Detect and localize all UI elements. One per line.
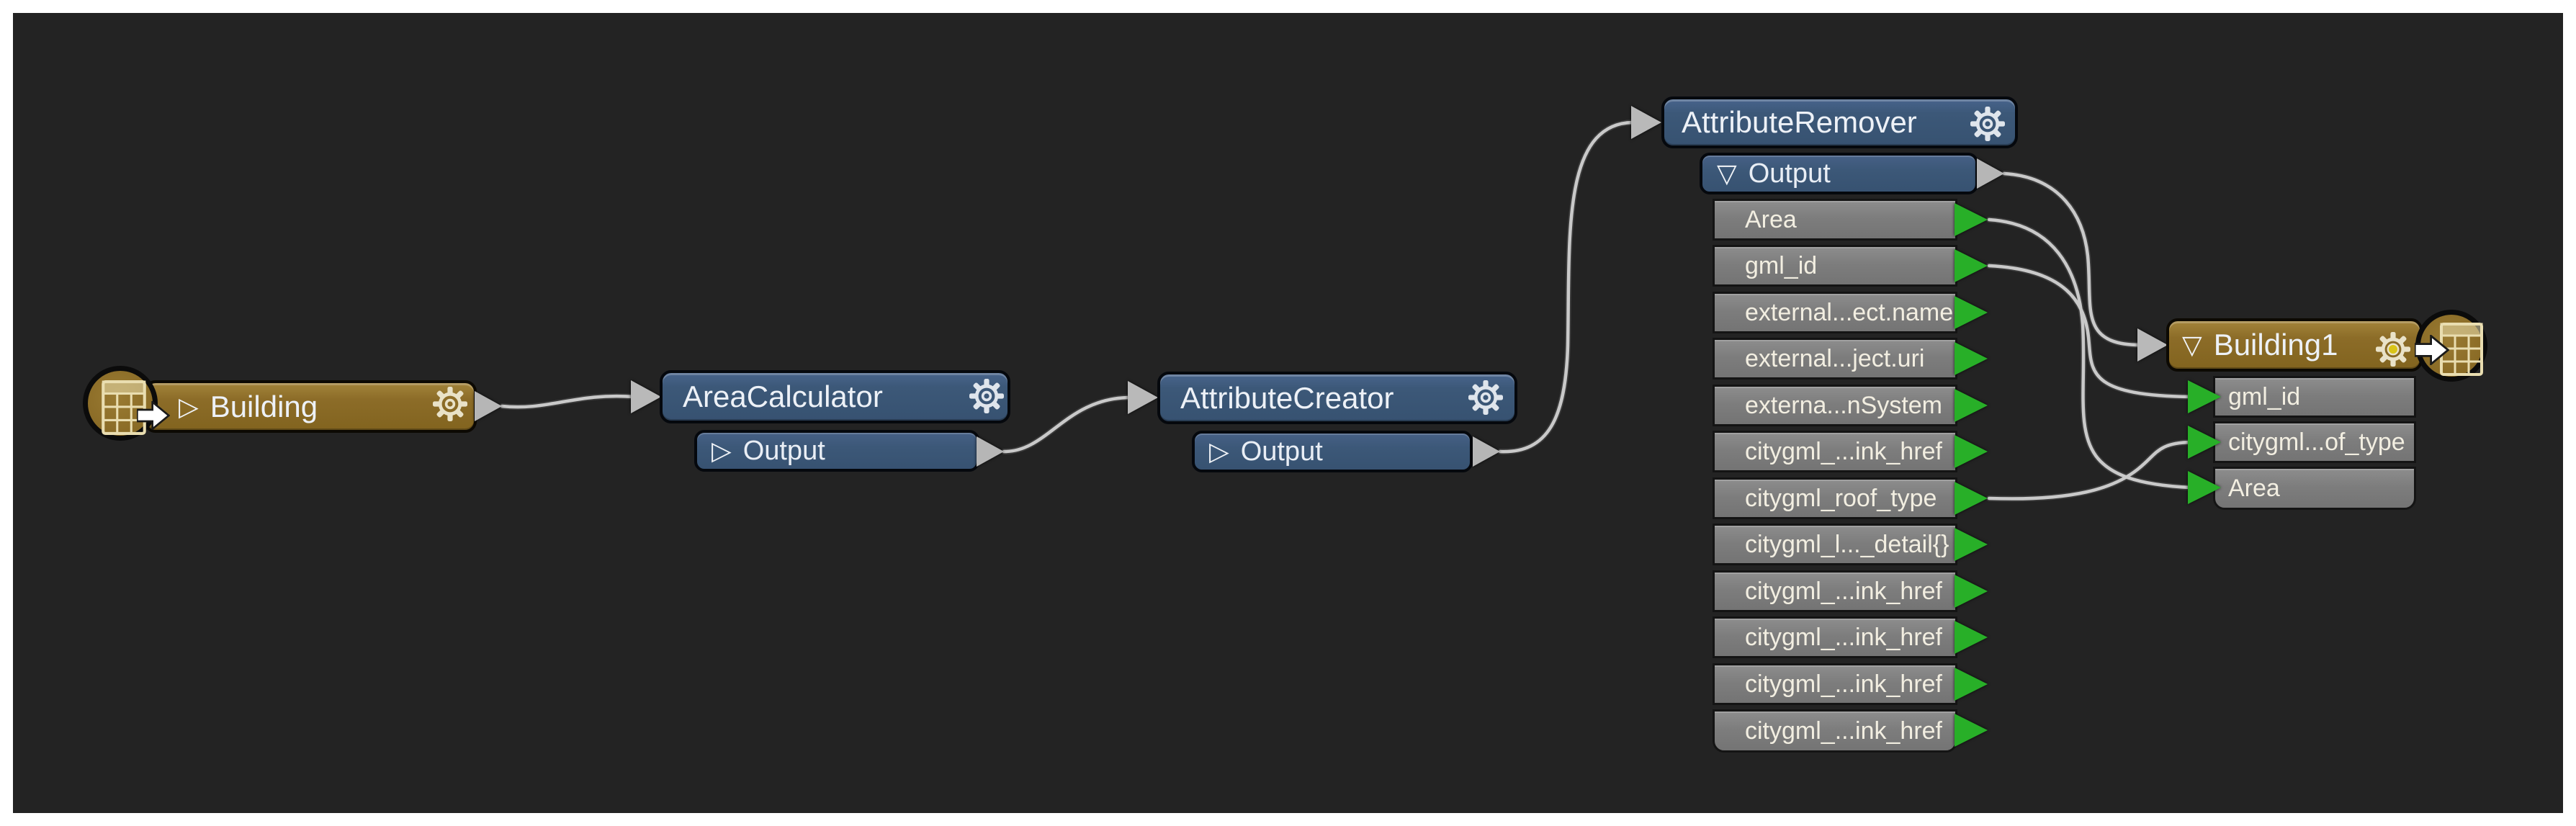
output-port-label: Output (1240, 436, 1323, 467)
attribute-row[interactable]: citygml_l..._detail{} (1713, 524, 1957, 565)
attribute-port-link-href-3[interactable] (1955, 621, 1988, 654)
attribute-port-area[interactable] (2188, 471, 2221, 504)
node-title: Building1 (2213, 328, 2338, 362)
attribute-row[interactable]: citygml_...ink_href (1713, 431, 1957, 472)
attribute-label: gml_id (2228, 382, 2301, 410)
attribute-port-link-href-5[interactable] (1955, 714, 1988, 747)
attribute-row[interactable]: citygml...of_type (2213, 421, 2416, 463)
node-title: AttributeRemover (1682, 105, 1917, 139)
writer-badge[interactable] (2415, 310, 2487, 382)
attribute-label: citygml_...ink_href (1745, 670, 1942, 698)
node-title: Building (210, 389, 318, 423)
attribute-row[interactable]: gml_id (2213, 376, 2416, 418)
attributecreator-output-row[interactable]: ▷ Output (1192, 431, 1473, 472)
attribute-row[interactable]: citygml_roof_type (1713, 477, 1957, 519)
attributeremover-input-port[interactable] (1631, 106, 1661, 139)
attributecreator-input-port[interactable] (1128, 381, 1158, 414)
node-building1[interactable]: ▽ Building1 (2166, 318, 2423, 372)
areacalculator-input-port[interactable] (631, 380, 661, 413)
gear-alert-icon[interactable] (2376, 332, 2410, 367)
gear-icon[interactable] (433, 387, 467, 421)
attribute-label: citygml_roof_type (1745, 484, 1937, 512)
wire-areacalculator-to-attributecreator[interactable] (1002, 395, 1133, 454)
attribute-port-gml-id[interactable] (2188, 380, 2221, 413)
attribute-label: Area (1745, 205, 1797, 233)
areacalculator-output-port[interactable] (977, 436, 1004, 467)
attribute-label: Area (2228, 474, 2280, 502)
attribute-port-external-name[interactable] (1955, 296, 1988, 329)
attribute-port-external-system[interactable] (1955, 389, 1988, 422)
node-areacalculator[interactable]: AreaCalculator (660, 370, 1010, 423)
gear-icon[interactable] (1468, 380, 1503, 415)
attribute-port-roof-type[interactable] (1955, 482, 1988, 515)
wire-remover-area-to-building1-area[interactable] (1987, 217, 2193, 490)
attribute-row[interactable]: citygml_...ink_href (1713, 570, 1957, 612)
attribute-port-gml-id[interactable] (1955, 249, 1988, 282)
attribute-port-external-uri[interactable] (1955, 342, 1988, 375)
attribute-label: citygml_...ink_href (1745, 577, 1942, 605)
node-attributecreator[interactable]: AttributeCreator (1157, 372, 1517, 424)
expand-collapse-icon[interactable]: ▷ (712, 436, 732, 465)
attribute-label: citygml_l..._detail{} (1745, 530, 1949, 558)
reader-badge[interactable] (83, 366, 170, 441)
attribute-label: externa...nSystem (1745, 391, 1943, 419)
attribute-port-lod-detail[interactable] (1955, 528, 1988, 561)
attribute-row[interactable]: citygml_...ink_href (1713, 616, 1957, 658)
attribute-port-link-href-2[interactable] (1955, 575, 1988, 608)
wire-remover-gmlid-to-building1-gmlid[interactable] (1987, 264, 2193, 399)
writer-arrow-icon (2415, 335, 2449, 365)
node-title: AttributeCreator (1180, 380, 1394, 415)
gear-icon[interactable] (969, 379, 1004, 413)
attributeremover-output-port[interactable] (1977, 158, 2004, 189)
attributeremover-output-row[interactable]: ▽ Output (1700, 153, 1978, 194)
attribute-row[interactable]: citygml_...ink_href (1713, 663, 1957, 705)
attribute-label: citygml...of_type (2228, 428, 2405, 456)
attribute-label: gml_id (1745, 251, 1818, 279)
building-output-port[interactable] (475, 391, 502, 421)
expand-collapse-icon[interactable]: ▷ (179, 391, 199, 421)
attribute-label: citygml_...ink_href (1745, 437, 1942, 465)
attribute-row[interactable]: gml_id (1713, 245, 1957, 287)
attribute-label: citygml_...ink_href (1745, 717, 1942, 745)
attribute-label: external...ect.name (1745, 298, 1954, 326)
building1-input-port[interactable] (2137, 328, 2168, 362)
output-port-label: Output (1748, 158, 1831, 189)
attribute-label: external...ject.uri (1745, 344, 1925, 372)
table-icon (102, 380, 146, 435)
attribute-row[interactable]: externa...nSystem (1713, 385, 1957, 426)
wire-building-to-areacalculator[interactable] (500, 394, 636, 409)
attribute-port-link-href-4[interactable] (1955, 668, 1988, 701)
attribute-row[interactable]: citygml_...ink_href (1713, 709, 1957, 753)
expand-collapse-icon[interactable]: ▽ (2182, 330, 2202, 359)
attribute-row[interactable]: external...ject.uri (1713, 338, 1957, 380)
attributecreator-output-port[interactable] (1473, 436, 1500, 467)
node-attributeremover[interactable]: AttributeRemover (1661, 96, 2018, 148)
attribute-port-of-type[interactable] (2188, 426, 2221, 459)
wire-attributecreator-to-attributeremover[interactable] (1498, 120, 1635, 454)
wire-remover-rooftype-to-building1-oftype[interactable] (1987, 440, 2193, 500)
expand-collapse-icon[interactable]: ▽ (1717, 158, 1737, 188)
attribute-row[interactable]: Area (1713, 199, 1957, 241)
node-title: AreaCalculator (683, 380, 883, 413)
gear-icon[interactable] (1970, 107, 2005, 141)
attribute-port-area[interactable] (1955, 203, 1988, 236)
attribute-row[interactable]: Area (2213, 467, 2416, 510)
reader-arrow-icon (137, 401, 170, 430)
wire-remover-output-to-building1[interactable] (2002, 171, 2142, 347)
attribute-port-link-href-1[interactable] (1955, 435, 1988, 468)
expand-collapse-icon[interactable]: ▷ (1209, 436, 1229, 466)
attribute-row[interactable]: external...ect.name (1713, 292, 1957, 333)
areacalculator-output-row[interactable]: ▷ Output (694, 430, 979, 472)
node-building[interactable]: ▷ Building (144, 380, 477, 433)
attribute-label: citygml_...ink_href (1745, 623, 1942, 651)
output-port-label: Output (742, 435, 825, 466)
